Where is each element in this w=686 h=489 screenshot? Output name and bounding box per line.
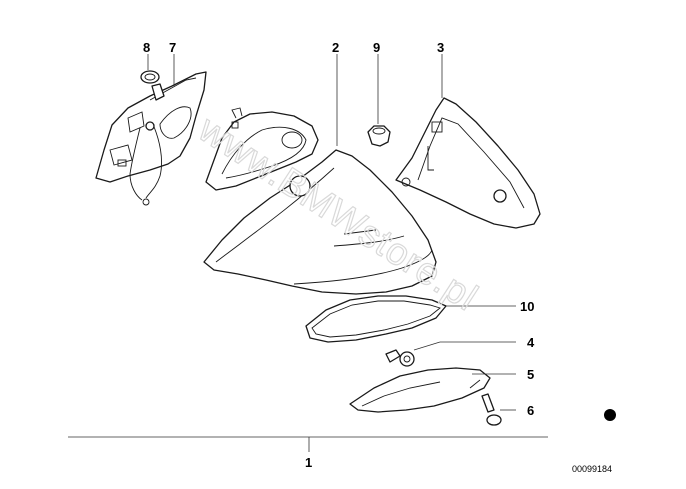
callout-6: 6 [527, 403, 534, 418]
part-9-grommet [367, 125, 391, 147]
reflector-housing [205, 107, 319, 191]
callout-10: 10 [520, 299, 534, 314]
callout-9: 9 [373, 40, 380, 55]
diagram-number: 00099184 [572, 464, 612, 474]
part-10-gasket [305, 295, 447, 343]
callout-7: 7 [169, 40, 176, 55]
part-5-side-lens [349, 367, 491, 413]
part-3-backplate [395, 97, 541, 229]
callout-2: 2 [332, 40, 339, 55]
part-8-socket [140, 70, 165, 101]
callout-3: 3 [437, 40, 444, 55]
part-4-bulb [385, 349, 415, 367]
callout-4: 4 [527, 335, 535, 350]
callout-8: 8 [143, 40, 150, 55]
part-6-screw [481, 393, 502, 426]
part-7-housing [95, 71, 207, 206]
part-2-lens [203, 149, 437, 295]
callout-5: 5 [527, 367, 534, 382]
marker-dot [604, 409, 616, 421]
leader-lines [68, 54, 548, 452]
callout-1: 1 [305, 455, 312, 470]
